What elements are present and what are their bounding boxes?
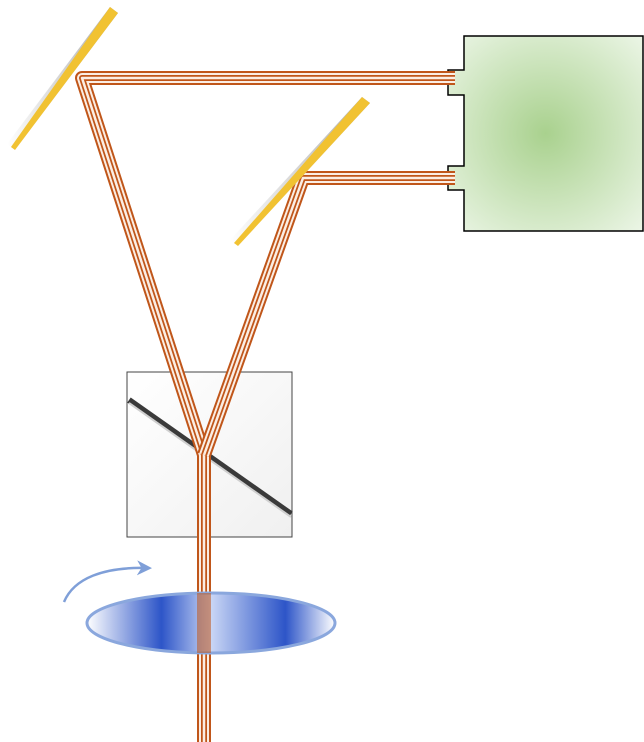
mirror-2-coating bbox=[234, 97, 370, 246]
detector-body bbox=[447, 35, 644, 232]
curved-arrow-icon bbox=[62, 560, 152, 603]
mirror-2 bbox=[230, 97, 370, 246]
beam-path-2 bbox=[197, 171, 455, 458]
rotating-optic bbox=[62, 560, 337, 655]
detector bbox=[447, 35, 644, 232]
mirror-1-coating bbox=[11, 7, 118, 150]
mirror-1 bbox=[7, 7, 118, 150]
